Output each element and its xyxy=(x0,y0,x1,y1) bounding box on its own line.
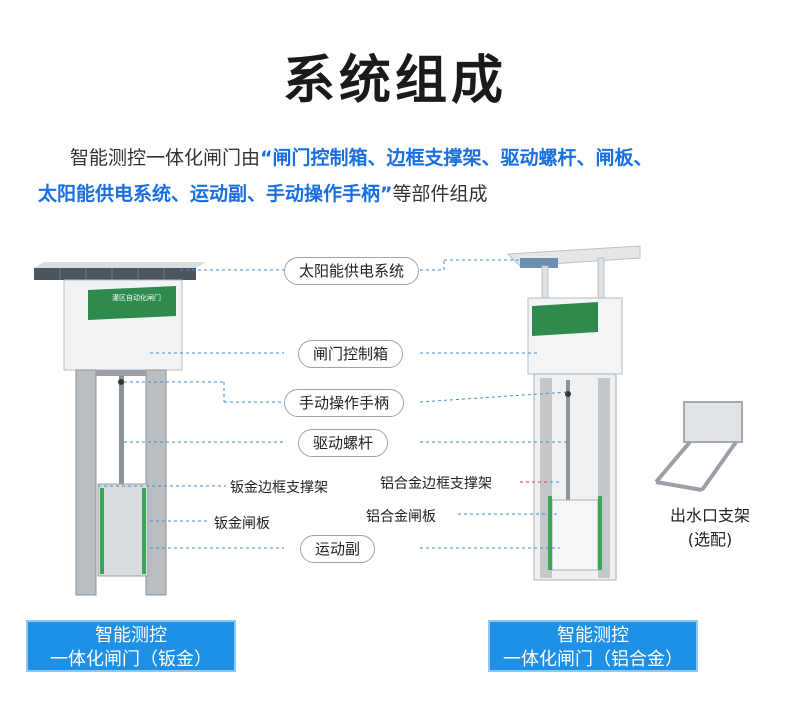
product-card-alu-line2: 一体化闸门（铝合金） xyxy=(503,649,683,670)
right-alu-plate xyxy=(551,499,599,571)
label-manual-handle: 手动操作手柄 xyxy=(284,389,405,417)
intro-suffix: 等部件组成 xyxy=(392,183,488,205)
left-panel-label: 灌区自动化闸门 xyxy=(112,293,161,302)
outlet-bracket-optional: (选配) xyxy=(687,530,733,549)
product-card-sheet-line1: 智能测控 xyxy=(95,625,167,646)
product-card-aluminium: 智能测控 一体化闸门（铝合金） xyxy=(488,620,698,672)
intro-prefix: 智能测控一体化闸门由 xyxy=(70,147,261,169)
intro-paragraph: 智能测控一体化闸门由“闸门控制箱、边框支撑架、驱动螺杆、闸板、 太阳能供电系统、… xyxy=(38,140,758,212)
right-control-panel xyxy=(532,302,598,336)
outlet-bracket-caption: 出水口支架 (选配) xyxy=(650,504,770,552)
intro-highlight-2: 太阳能供电系统、运动副、手动操作手柄” xyxy=(38,183,393,205)
product-card-sheet-metal: 智能测控 一体化闸门（钣金） xyxy=(26,620,236,672)
right-gate-illustration xyxy=(506,245,641,581)
intro-line-1: 智能测控一体化闸门由“闸门控制箱、边框支撑架、驱动螺杆、闸板、 xyxy=(38,140,758,176)
label-alu-frame: 铝合金边框支撑架 xyxy=(380,476,492,492)
outlet-bracket-label: 出水口支架 xyxy=(669,506,750,525)
intro-highlight-1: “闸门控制箱、边框支撑架、驱动螺杆、闸板、 xyxy=(260,147,653,169)
page-title: 系统组成 xyxy=(282,51,507,111)
intro-line-2: 太阳能供电系统、运动副、手动操作手柄”等部件组成 xyxy=(38,176,758,212)
label-sheet-plate: 钣金闸板 xyxy=(214,516,270,532)
product-card-alu-line1: 智能测控 xyxy=(557,625,629,646)
right-solar-panel xyxy=(520,258,558,268)
label-control-box: 闸门控制箱 xyxy=(298,340,404,368)
left-gate-illustration: 灌区自动化闸门 xyxy=(34,262,206,596)
outlet-bracket-illustration xyxy=(654,401,743,492)
left-sheet-plate xyxy=(97,483,149,577)
label-sheet-frame: 钣金边框支撑架 xyxy=(230,480,328,496)
label-solar-system: 太阳能供电系统 xyxy=(284,257,420,285)
left-control-panel xyxy=(88,286,176,320)
left-solar-panel xyxy=(34,268,196,280)
label-drive-screw: 驱动螺杆 xyxy=(298,429,389,457)
label-motion-pair: 运动副 xyxy=(300,535,376,563)
connector-lines xyxy=(98,259,569,549)
product-card-sheet-line2: 一体化闸门（钣金） xyxy=(50,649,212,670)
label-alu-plate: 铝合金闸板 xyxy=(366,509,436,525)
